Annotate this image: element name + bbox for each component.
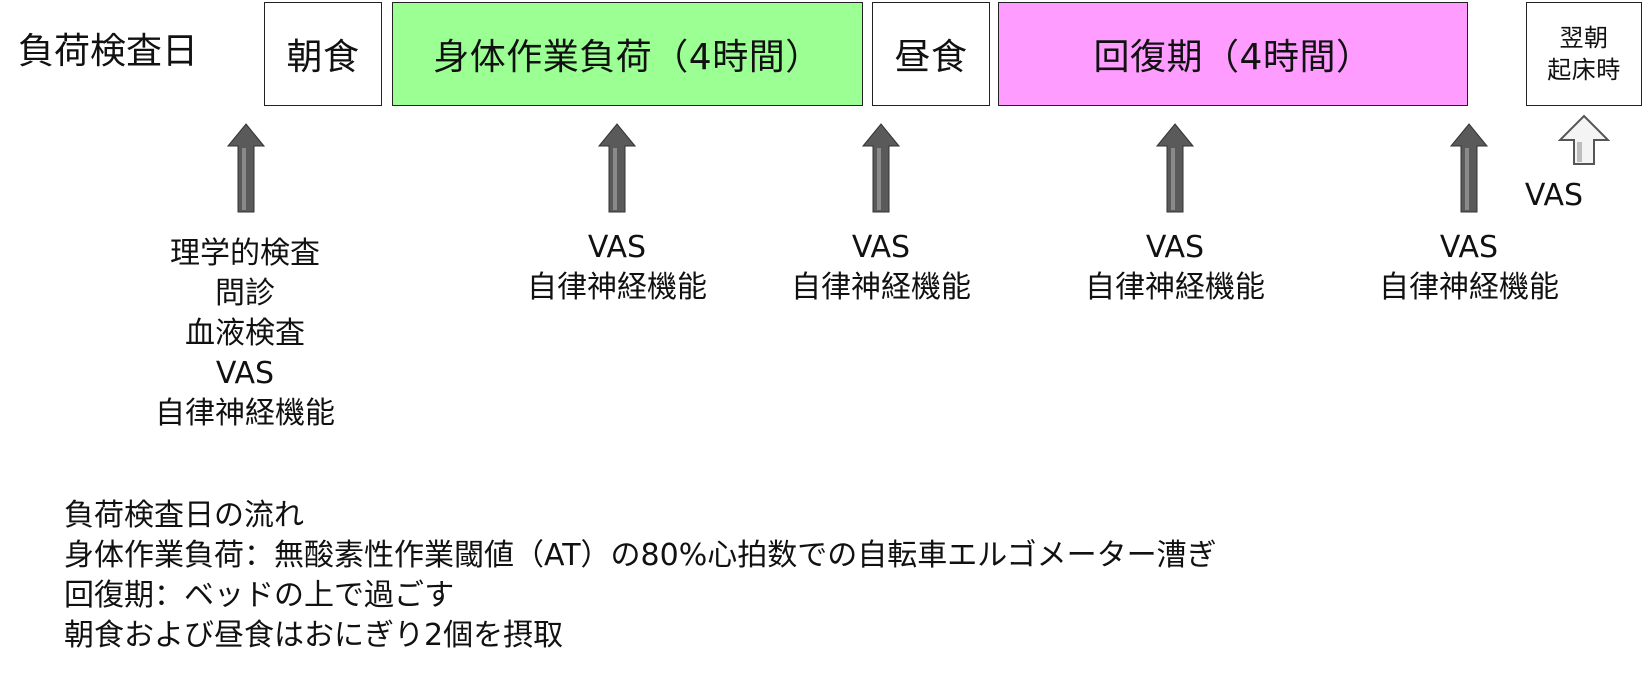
phase-next-morning-label-line2: 起床時 <box>1547 56 1621 84</box>
notes-recovery: 回復期：ベッドの上で過ごす <box>64 578 455 613</box>
caption-line: VAS <box>1524 178 1584 213</box>
measurement-caption-post-breakfast: VAS 自律神経機能 <box>487 228 747 308</box>
notes-exercise: 身体作業負荷：無酸素性作業閾値（AT）の80%心拍数での自転車エルゴメーター漕ぎ <box>64 538 1217 573</box>
phase-lunch-label: 昼食 <box>894 37 968 78</box>
phase-next-morning: 翌朝 起床時 <box>1526 2 1642 106</box>
phase-breakfast: 朝食 <box>264 2 382 106</box>
day-label: 負荷検査日 <box>18 31 199 72</box>
notes-title: 負荷検査日の流れ <box>64 498 304 533</box>
phase-exercise-label: 身体作業負荷（4時間） <box>433 37 822 78</box>
caption-line: 自律神経機能 <box>1379 270 1559 305</box>
phase-recovery: 回復期（4時間） <box>998 2 1468 106</box>
caption-line: 自律神経機能 <box>791 270 971 305</box>
phase-lunch: 昼食 <box>872 2 990 106</box>
caption-line: 血液検査 <box>185 316 305 351</box>
caption-line: VAS <box>1145 230 1205 265</box>
notes-meals: 朝食および昼食はおにぎり2個を摂取 <box>64 618 564 653</box>
caption-line: 問診 <box>215 276 275 311</box>
caption-line: 自律神経機能 <box>527 270 707 305</box>
phase-next-morning-label-line1: 翌朝 <box>1559 24 1609 52</box>
caption-line: 自律神経機能 <box>155 396 335 431</box>
caption-line: 理学的検査 <box>170 236 320 271</box>
caption-line: VAS <box>215 356 275 391</box>
phase-breakfast-label: 朝食 <box>286 37 360 78</box>
phase-exercise: 身体作業負荷（4時間） <box>392 2 863 106</box>
notes: 負荷検査日の流れ 身体作業負荷：無酸素性作業閾値（AT）の80%心拍数での自転車… <box>64 496 1217 656</box>
caption-line: VAS <box>587 230 647 265</box>
up-arrow-icon <box>597 123 637 213</box>
up-arrow-icon <box>1449 123 1489 213</box>
caption-line: VAS <box>851 230 911 265</box>
caption-line: VAS <box>1439 230 1499 265</box>
measurement-caption-next-morning: VAS <box>1454 176 1644 216</box>
measurement-caption-post-lunch: VAS 自律神経機能 <box>1045 228 1305 308</box>
measurement-caption-baseline: 理学的検査 問診 血液検査 VAS 自律神経機能 <box>115 234 375 434</box>
phase-recovery-label: 回復期（4時間） <box>1093 37 1373 78</box>
measurement-caption-post-recovery: VAS 自律神経機能 <box>1339 228 1599 308</box>
up-arrow-icon <box>226 123 266 213</box>
measurement-caption-post-exercise: VAS 自律神経機能 <box>751 228 1011 308</box>
up-arrow-outline-icon <box>1558 114 1610 165</box>
up-arrow-icon <box>1155 123 1195 213</box>
up-arrow-icon <box>861 123 901 213</box>
caption-line: 自律神経機能 <box>1085 270 1265 305</box>
